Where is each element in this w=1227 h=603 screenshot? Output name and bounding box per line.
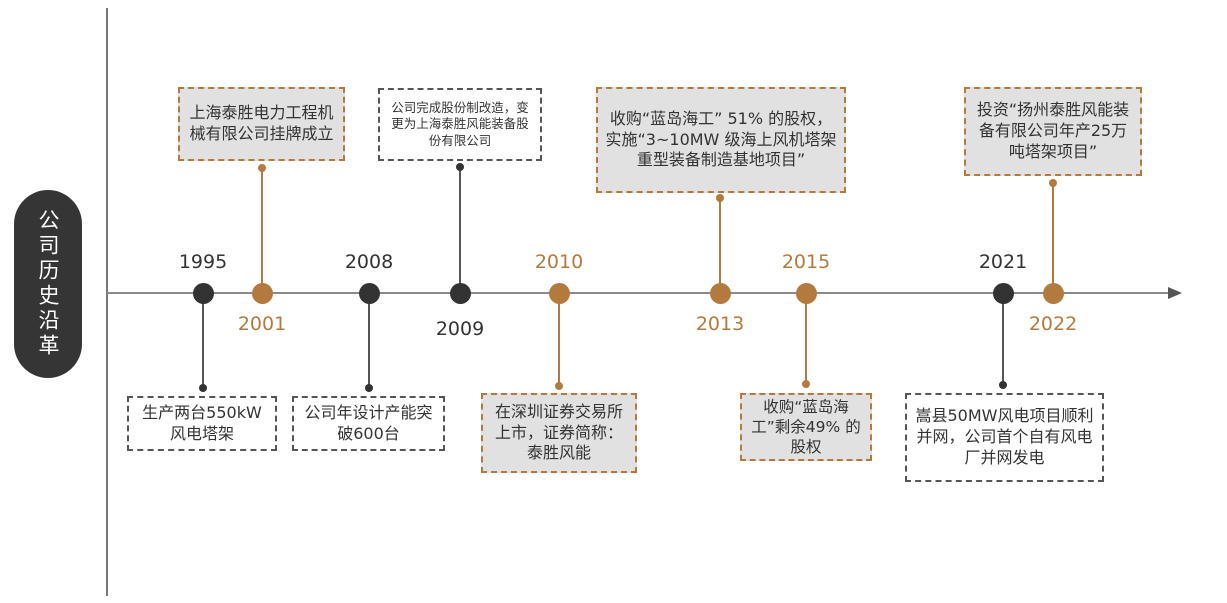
event-description: 生产两台550kW风电塔架 <box>142 402 262 443</box>
connector-end-dot <box>999 381 1007 389</box>
event-description: 收购“蓝岛海工”剩余49% 的股权 <box>751 397 861 457</box>
timeline-dot-2015[interactable] <box>796 283 817 304</box>
event-box-2013: 收购“蓝岛海工” 51% 的股权，实施“3~10MW 级海上风机塔架重型装备制造… <box>596 87 846 193</box>
event-box-2022: 投资“扬州泰胜风能装备有限公司年产25万吨塔架项目” <box>964 87 1142 176</box>
timeline-dot-2022[interactable] <box>1043 283 1064 304</box>
connector-end-dot <box>1049 179 1057 187</box>
event-connector-2008 <box>368 293 370 388</box>
year-label-2008: 2008 <box>344 251 394 273</box>
event-box-2021: 嵩县50MW风电项目顺利并网，公司首个自有风电厂并网发电 <box>905 393 1104 482</box>
year-label-2015: 2015 <box>781 251 831 273</box>
vertical-divider <box>106 8 108 596</box>
timeline-dot-2013[interactable] <box>710 283 731 304</box>
year-label-2022: 2022 <box>1028 313 1078 335</box>
section-title-pill: 公司历史沿革 <box>14 190 82 378</box>
timeline-dot-2008[interactable] <box>359 283 380 304</box>
event-connector-2001 <box>261 168 263 293</box>
event-box-2001: 上海泰胜电力工程机械有限公司挂牌成立 <box>178 87 345 161</box>
event-connector-2010 <box>558 293 560 386</box>
event-description: 收购“蓝岛海工” 51% 的股权，实施“3~10MW 级海上风机塔架重型装备制造… <box>605 108 837 170</box>
event-box-2008: 公司年设计产能突破600台 <box>292 396 445 451</box>
event-box-2010: 在深圳证券交易所上市，证券简称：泰胜风能 <box>481 393 637 473</box>
connector-end-dot <box>365 384 373 392</box>
connector-end-dot <box>456 163 464 171</box>
year-label-2001: 2001 <box>237 313 287 335</box>
connector-end-dot <box>199 384 207 392</box>
year-label-2021: 2021 <box>978 251 1028 273</box>
timeline-dot-2010[interactable] <box>549 283 570 304</box>
event-connector-2022 <box>1052 183 1054 293</box>
year-label-1995: 1995 <box>178 251 228 273</box>
event-connector-2013 <box>719 198 721 293</box>
connector-end-dot <box>716 194 724 202</box>
event-box-1995: 生产两台550kW风电塔架 <box>127 396 277 451</box>
timeline-dot-2021[interactable] <box>993 283 1014 304</box>
event-connector-2009 <box>459 167 461 293</box>
event-description: 公司完成股份制改造，变更为上海泰胜风能装备股份有限公司 <box>391 100 529 148</box>
year-label-2013: 2013 <box>695 313 745 335</box>
timeline-dot-1995[interactable] <box>193 283 214 304</box>
event-connector-2021 <box>1002 293 1004 385</box>
timeline-axis <box>107 292 1173 294</box>
event-box-2009: 公司完成股份制改造，变更为上海泰胜风能装备股份有限公司 <box>378 88 542 161</box>
event-description: 投资“扬州泰胜风能装备有限公司年产25万吨塔架项目” <box>976 100 1130 161</box>
connector-end-dot <box>258 164 266 172</box>
timeline-dot-2001[interactable] <box>252 283 273 304</box>
section-title: 公司历史沿革 <box>36 209 60 359</box>
event-connector-1995 <box>202 293 204 388</box>
event-description: 在深圳证券交易所上市，证券简称：泰胜风能 <box>494 401 623 463</box>
event-description: 上海泰胜电力工程机械有限公司挂牌成立 <box>189 103 334 143</box>
event-connector-2015 <box>805 293 807 384</box>
year-label-2009: 2009 <box>435 318 485 340</box>
event-box-2015: 收购“蓝岛海工”剩余49% 的股权 <box>740 393 872 461</box>
event-description: 公司年设计产能突破600台 <box>304 402 433 443</box>
connector-end-dot <box>555 382 563 390</box>
connector-end-dot <box>802 380 810 388</box>
timeline-dot-2009[interactable] <box>450 283 471 304</box>
arrow-head-icon <box>1168 287 1182 299</box>
event-description: 嵩县50MW风电项目顺利并网，公司首个自有风电厂并网发电 <box>915 406 1094 467</box>
year-label-2010: 2010 <box>534 251 584 273</box>
